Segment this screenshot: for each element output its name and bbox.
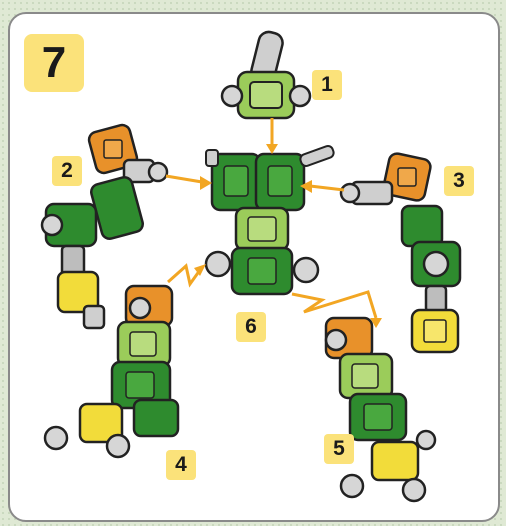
part-label-4: 4	[166, 450, 196, 480]
head-part	[222, 30, 310, 118]
part-label-1: 1	[312, 70, 342, 100]
part-label-6: 6	[236, 312, 266, 342]
torso-part	[206, 145, 335, 294]
part-label-5: 5	[324, 434, 354, 464]
arrow-right-arm-to-torso	[310, 186, 344, 190]
arrow-left-arm-to-torso	[166, 176, 202, 182]
part-label-3: 3	[444, 166, 474, 196]
arrow-right-leg-to-torso	[292, 292, 376, 318]
part-label-2: 2	[52, 156, 82, 186]
